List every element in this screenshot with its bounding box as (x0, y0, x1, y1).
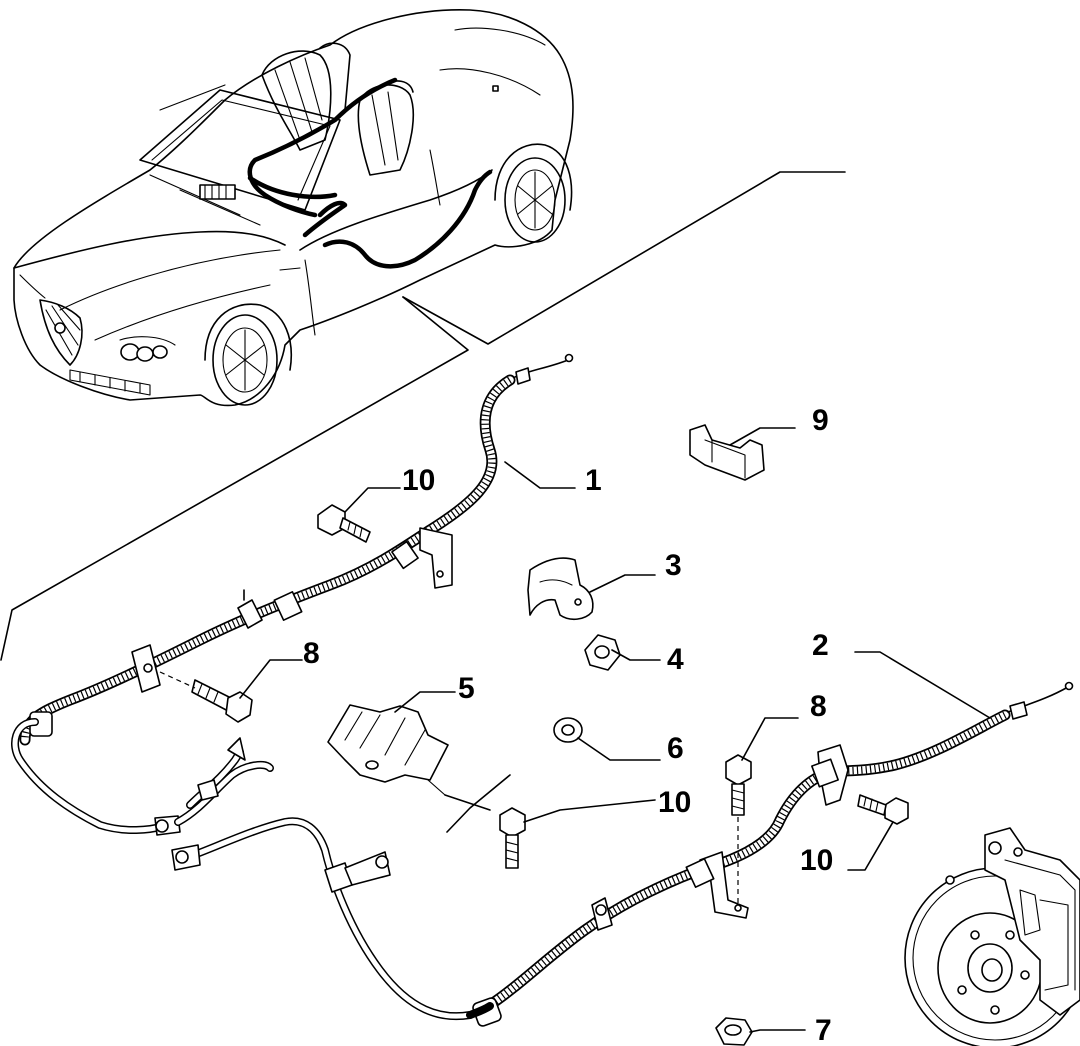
callout-2: 2 (812, 629, 829, 662)
part-3-clamp (527, 557, 594, 621)
leader-lines (239, 427, 991, 1033)
part-7-nut (715, 1017, 753, 1046)
brake-disc-caliper (904, 827, 1080, 1046)
cable-assembly-2 (466, 681, 1074, 1027)
callout-10-middle: 10 (658, 786, 691, 819)
car-illustration (13, 9, 574, 407)
part-8-bolt-right (725, 754, 752, 816)
section-divider (0, 171, 846, 661)
callout-8-left: 8 (303, 637, 320, 670)
part-5-plate (327, 704, 511, 833)
part-4-nut (584, 634, 621, 671)
callout-5: 5 (458, 672, 475, 705)
callout-10-right: 10 (800, 844, 833, 877)
callout-9: 9 (812, 404, 829, 437)
cable-assembly-1 (11, 353, 574, 1021)
part-9-clip (689, 424, 765, 481)
part-10-bolt-upper (317, 504, 371, 543)
callout-8-right: 8 (810, 690, 827, 723)
part-10-bolt-middle (499, 807, 526, 869)
part-8-bolt-left (159, 671, 253, 723)
callout-1: 1 (585, 464, 602, 497)
callout-4: 4 (667, 643, 684, 676)
callout-6: 6 (667, 732, 684, 765)
callout-10-upper: 10 (402, 464, 435, 497)
part-6-washer (553, 717, 583, 743)
callout-7: 7 (815, 1014, 832, 1046)
part-10-bolt-right (857, 794, 909, 825)
callout-3: 3 (665, 549, 682, 582)
callout-labels: 1 2 3 4 5 6 7 8 8 9 10 10 10 (303, 404, 833, 1046)
